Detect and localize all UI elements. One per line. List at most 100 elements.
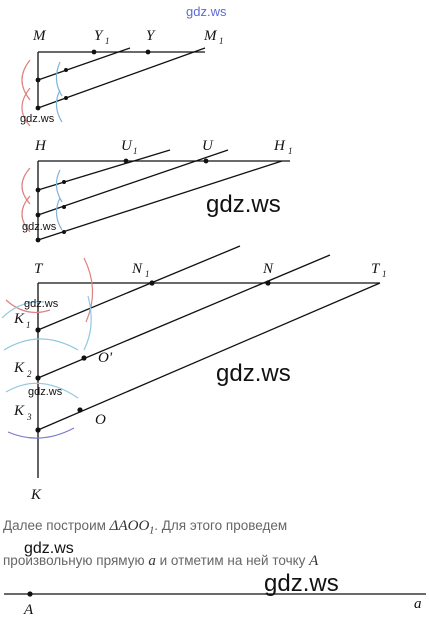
point-A — [27, 591, 33, 597]
label-H: H — [34, 138, 47, 154]
watermark-small-2: gdz.ws — [22, 221, 57, 233]
label-K1: K — [13, 311, 25, 327]
arc-red-3 — [21, 167, 31, 205]
instruction-line-2-before: произвольную прямую — [3, 553, 149, 568]
point-block1-mark1 — [35, 77, 41, 83]
points-block-1 — [35, 49, 151, 111]
instruction-line-2-middle: и отметим на ней точку — [155, 553, 310, 568]
point-U — [203, 158, 209, 164]
watermark-small-5: gdz.ws — [24, 540, 74, 557]
line-K2N — [37, 254, 331, 379]
point-O — [77, 407, 83, 413]
point-Y1 — [91, 49, 97, 55]
point-block2-arc2 — [62, 205, 66, 209]
watermark-large-2: gdz.ws — [216, 360, 291, 387]
label-K1-sub: 1 — [26, 320, 31, 330]
label-T1-sub: 1 — [382, 269, 387, 279]
point-block2-mark3 — [35, 237, 41, 243]
point-K1 — [35, 327, 41, 333]
point-N1 — [149, 280, 155, 286]
label-O-prime: O' — [98, 350, 113, 366]
point-A-notation: A — [309, 553, 319, 569]
line-K1N1 — [37, 245, 241, 331]
label-O: O — [95, 412, 106, 428]
arc-red-2 — [21, 87, 31, 127]
label-K2: K — [13, 360, 25, 376]
point-block1-mark2 — [35, 105, 41, 111]
watermark-top: gdz.ws — [186, 4, 227, 19]
label-U1: U — [121, 138, 133, 154]
label-U1-sub: 1 — [133, 146, 138, 156]
arc-blue-6 — [3, 338, 79, 351]
label-H1-sub: 1 — [288, 146, 293, 156]
label-T1: T — [371, 261, 381, 277]
label-Y1-sub: 1 — [105, 36, 110, 46]
label-K: K — [30, 487, 42, 503]
arcs-block-1 — [21, 59, 63, 127]
points-block-3 — [35, 280, 271, 433]
parallel-line-3 — [37, 149, 171, 191]
label-K3-sub: 3 — [26, 412, 32, 422]
label-K2-sub: 2 — [27, 369, 32, 379]
point-block2-mark1 — [35, 187, 41, 193]
parallel-line-2 — [37, 47, 206, 109]
parallel-line-4 — [37, 149, 229, 216]
label-Y1: Y — [94, 28, 104, 44]
point-block2-arc1 — [62, 180, 66, 184]
point-block2-mark2 — [35, 212, 41, 218]
label-M: M — [32, 28, 47, 44]
instruction-line-1-before: Далее построим — [3, 518, 110, 533]
arc-blue-5 — [1, 301, 45, 319]
arc-red-6 — [5, 299, 51, 313]
label-M1: M — [203, 28, 218, 44]
instruction-line-2: произвольную прямую a и отметим на ней т… — [3, 553, 318, 570]
points-block-2 — [35, 158, 209, 243]
label-a: a — [414, 596, 422, 612]
arc-purple-1 — [7, 427, 75, 439]
line-K3T1 — [37, 282, 381, 431]
label-H1: H — [273, 138, 286, 154]
label-Y: Y — [146, 28, 156, 44]
watermark-small-4: gdz.ws — [28, 386, 63, 398]
point-N — [265, 280, 271, 286]
arc-blue-4 — [55, 197, 63, 231]
arc-blue-2 — [55, 89, 63, 123]
point-U1 — [123, 158, 129, 164]
label-M1-sub: 1 — [219, 36, 224, 46]
instruction-line-1: Далее построим ΔAOO1. Для этого проведем — [3, 518, 287, 537]
arc-blue-1 — [55, 61, 63, 97]
point-O-prime — [81, 355, 87, 361]
point-Y — [145, 49, 151, 55]
label-A: A — [23, 602, 34, 618]
line-a-notation: a — [148, 553, 156, 569]
triangle-notation: ΔAOO — [109, 518, 150, 534]
construction-block-2 — [37, 149, 290, 241]
watermark-large-3: gdz.ws — [264, 570, 339, 597]
arcs-block-3 — [1, 257, 94, 439]
point-K2 — [35, 375, 41, 381]
parallel-line-1 — [37, 47, 131, 81]
arc-red-5 — [83, 257, 94, 323]
construction-block-3 — [37, 245, 381, 478]
label-T: T — [34, 261, 44, 277]
arc-blue-8 — [83, 295, 92, 351]
point-block1-arc2 — [64, 96, 68, 100]
watermark-small-1: gdz.ws — [20, 113, 55, 125]
watermark-small-3: gdz.ws — [24, 298, 59, 310]
construction-block-1 — [37, 47, 206, 110]
arc-blue-3 — [55, 169, 63, 203]
label-U: U — [202, 138, 214, 154]
triangle-notation-sub: 1 — [149, 525, 155, 537]
arc-red-4 — [21, 195, 31, 233]
watermark-large-1: gdz.ws — [206, 191, 281, 218]
arc-red-1 — [21, 59, 31, 101]
label-K3: K — [13, 403, 25, 419]
instruction-line-1-after: . Для этого проведем — [154, 518, 288, 533]
arcs-block-2 — [21, 167, 63, 233]
point-block2-arc3 — [62, 230, 66, 234]
label-N1: N — [131, 261, 143, 277]
point-block1-arc1 — [64, 68, 68, 72]
label-N: N — [262, 261, 274, 277]
point-K3 — [35, 427, 41, 433]
